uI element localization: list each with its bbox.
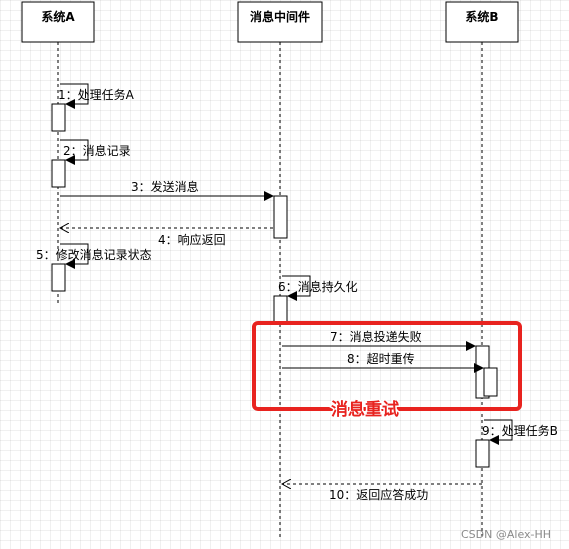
activation-bar (475, 439, 490, 468)
message-label-2: 2：消息记录 (63, 143, 131, 158)
message-label-6: 6：消息持久化 (278, 279, 358, 294)
message-arrow-6 (282, 275, 311, 301)
message-label-1: 1：处理任务A (58, 87, 135, 102)
participant-system-a-label: 系统A (41, 9, 75, 24)
participant-system-b[interactable]: 系统B (445, 1, 519, 43)
activation-bar (51, 103, 66, 132)
participant-message-middleware[interactable]: 消息中间件 (237, 1, 323, 43)
activation-bar (51, 263, 66, 292)
watermark: CSDN @Alex-HH (461, 528, 551, 541)
message-label-5: 5：修改消息记录状态 (36, 247, 152, 262)
message-label-3: 3：发送消息 (131, 179, 199, 194)
message-arrow-5 (60, 243, 89, 269)
message-arrow-9 (484, 419, 513, 445)
message-label-8: 8：超时重传 (347, 351, 415, 366)
participant-system-a[interactable]: 系统A (21, 1, 95, 43)
message-label-10: 10：返回应答成功 (329, 487, 428, 502)
retry-highlight-box (252, 321, 522, 411)
activation-bar (273, 295, 288, 324)
activation-bar (51, 159, 66, 188)
retry-annotation: 消息重试 (331, 399, 399, 420)
message-label-7: 7：消息投递失败 (330, 329, 422, 344)
participant-system-b-label: 系统B (465, 9, 498, 24)
message-label-4: 4：响应返回 (158, 232, 226, 247)
activation-bar (483, 367, 498, 397)
activation-bar (273, 195, 288, 239)
message-arrow-1 (60, 83, 89, 109)
message-label-9: 9：处理任务B (482, 423, 558, 438)
message-arrow-2 (60, 139, 89, 165)
participant-message-middleware-label: 消息中间件 (250, 9, 310, 24)
